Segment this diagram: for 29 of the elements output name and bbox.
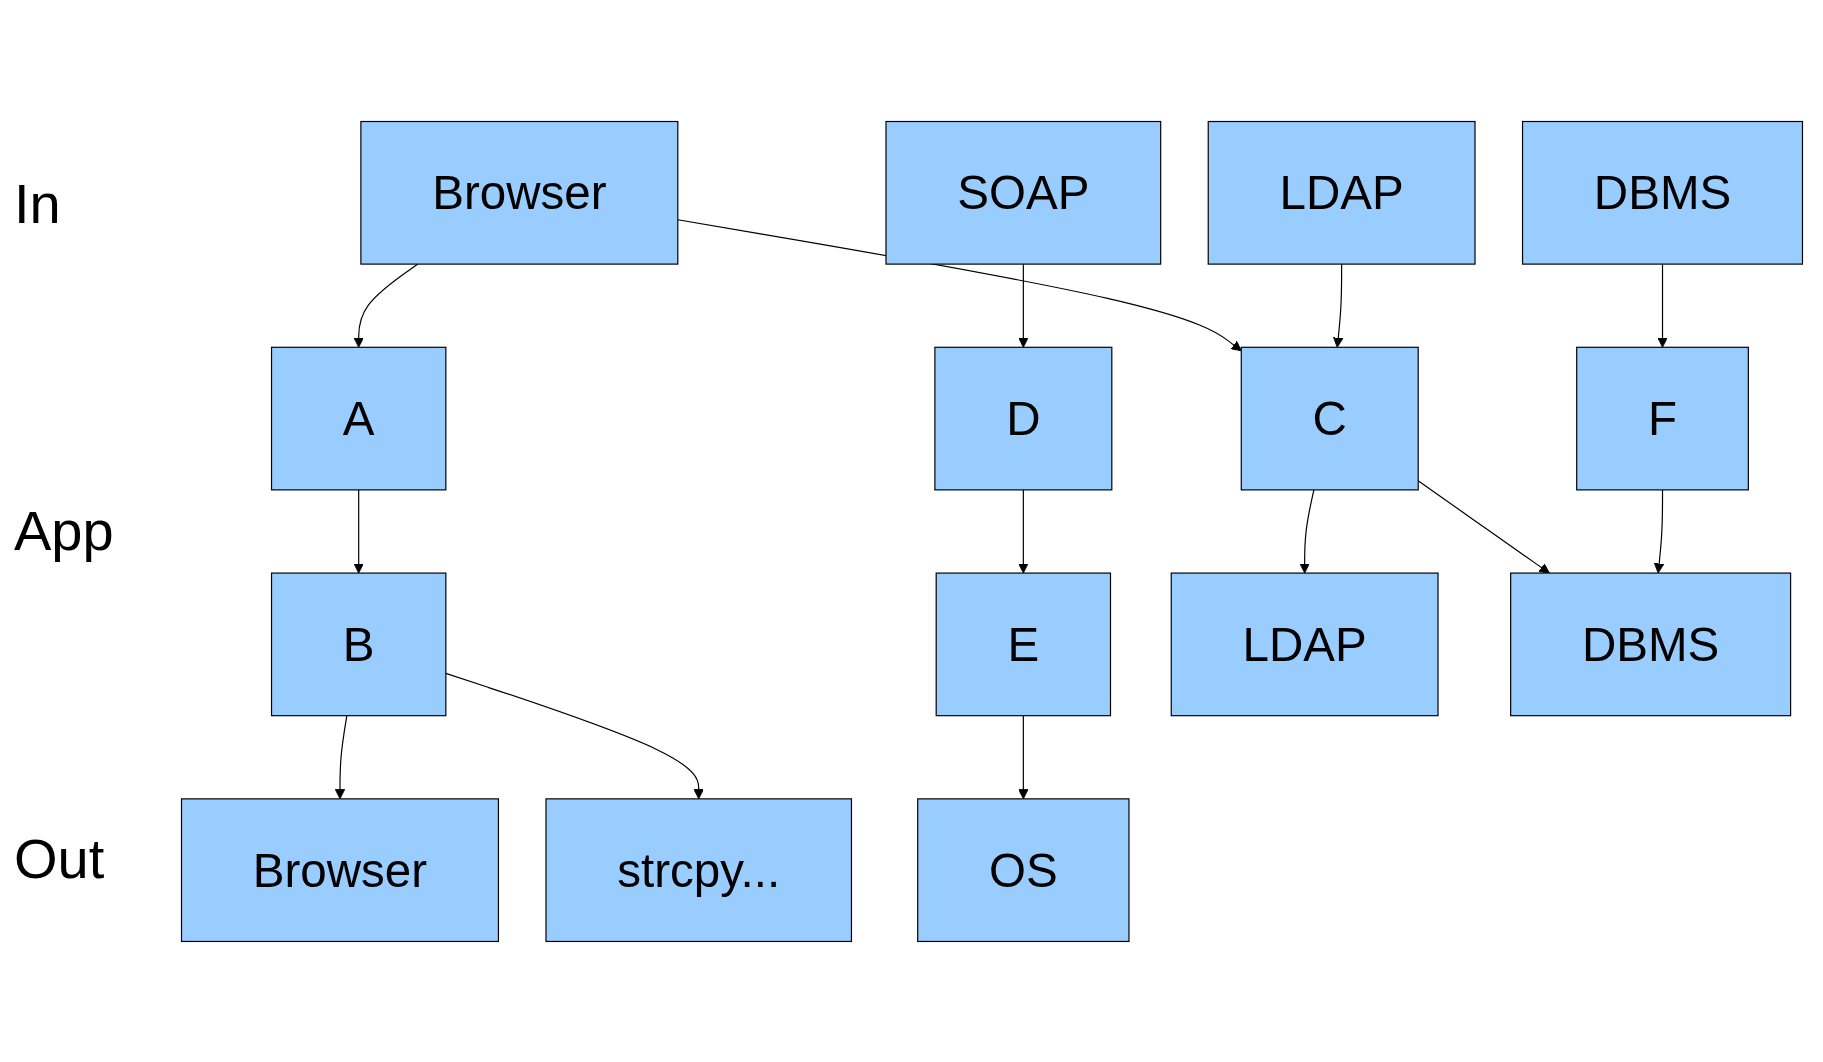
node-box: SOAP (884, 120, 1161, 265)
node-box: D (933, 346, 1112, 490)
band-label: In (13, 171, 62, 237)
arrow (334, 714, 347, 799)
node-box: DBMS (1521, 120, 1803, 265)
node-box: B (270, 572, 446, 716)
node-box: F (1575, 346, 1749, 490)
node-box: A (270, 346, 446, 490)
arrow (1298, 488, 1314, 574)
arrow (1332, 263, 1343, 348)
node-box: Browser (359, 120, 678, 265)
arrow (1653, 488, 1664, 574)
node-box: C (1240, 346, 1419, 490)
arrow (352, 263, 418, 348)
node-box: E (935, 572, 1111, 716)
node-box: OS (916, 797, 1130, 942)
arrow (1656, 263, 1668, 348)
node-box: strcpy... (544, 797, 852, 942)
band-label: App (13, 498, 115, 564)
arrow (1017, 488, 1029, 574)
node-box: DBMS (1509, 572, 1791, 716)
arrow (352, 488, 364, 574)
arrow (1017, 263, 1029, 348)
arrow (1017, 714, 1029, 799)
node-box: LDAP (1170, 572, 1439, 716)
node-box: LDAP (1207, 120, 1476, 265)
node-box: Browser (180, 797, 499, 942)
band-label: Out (13, 825, 106, 891)
arrow (1417, 479, 1550, 574)
